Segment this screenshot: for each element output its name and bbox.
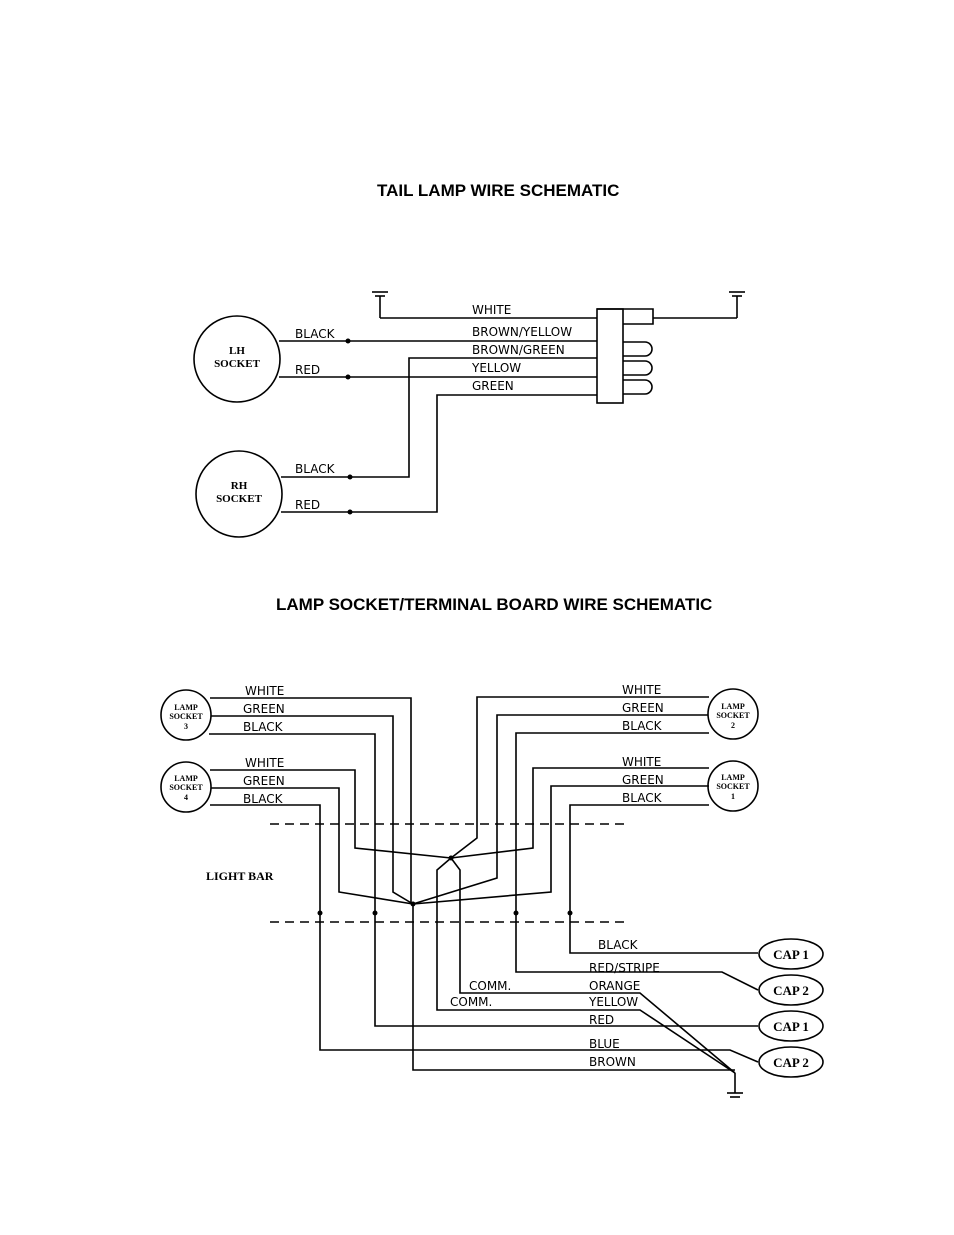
cap-2-top: CAP 2 (758, 974, 824, 1006)
cap-1-top: CAP 1 (758, 938, 824, 970)
svg-text:3: 3 (184, 722, 188, 731)
green-label: GREEN (472, 379, 514, 393)
lamp-socket-1: LAMP SOCKET 1 (707, 760, 759, 812)
s4-black-wire (210, 804, 759, 1063)
s2-white-wire (450, 696, 709, 859)
out-black-label: BLACK (598, 938, 639, 952)
out-yellow-label: YELLOW (588, 995, 638, 1009)
rh-socket-label-1: RH (231, 480, 248, 492)
cap-2-bottom: CAP 2 (758, 1046, 824, 1078)
brown-green-label: BROWN/GREEN (472, 343, 565, 357)
svg-text:LAMP: LAMP (721, 702, 745, 711)
svg-text:LAMP: LAMP (174, 774, 198, 783)
svg-text:4: 4 (184, 793, 188, 802)
out-red-label: RED (589, 1013, 614, 1027)
lh-socket-label-2: SOCKET (214, 358, 261, 370)
svg-text:1: 1 (731, 792, 735, 801)
out-red-stripe-label: RED/STRIPE (589, 961, 660, 975)
connector-pin-2 (623, 360, 653, 376)
wire-rh-red (281, 394, 597, 513)
lh-red-label: RED (295, 363, 320, 377)
s2-green-label: GREEN (622, 701, 664, 715)
light-bar-label: LIGHT BAR (206, 869, 274, 883)
svg-text:LAMP: LAMP (721, 773, 745, 782)
tail-lamp-schematic: LH SOCKET RH SOCKET (193, 291, 745, 538)
lamp-socket-2: LAMP SOCKET 2 (707, 688, 759, 740)
lamp-socket-4: LAMP SOCKET 4 (160, 761, 212, 813)
s3-white-label: WHITE (245, 684, 284, 698)
s1-green-label: GREEN (622, 773, 664, 787)
svg-text:SOCKET: SOCKET (716, 782, 750, 791)
terminal-board-title: LAMP SOCKET/TERMINAL BOARD WIRE SCHEMATI… (276, 595, 713, 614)
rh-black-label: BLACK (295, 462, 336, 476)
out-brown-label: BROWN (589, 1055, 636, 1069)
s4-white-label: WHITE (245, 756, 284, 770)
ground-left (372, 291, 388, 318)
svg-text:2: 2 (731, 721, 735, 730)
s3-black-wire (209, 733, 758, 1027)
ground-bottom (727, 1073, 743, 1098)
brown-wire (412, 904, 735, 1071)
lh-black-label: BLACK (295, 327, 336, 341)
lh-socket (193, 315, 281, 403)
s4-green-wire (211, 787, 414, 905)
rh-socket-label-2: SOCKET (216, 493, 263, 505)
terminal-board-schematic: LAMP SOCKET 3 LAMP SOCKET 4 LAMP SOCKET … (160, 683, 824, 1098)
s2-black-wire (515, 732, 759, 991)
lh-socket-label-1: LH (229, 345, 245, 357)
s2-green-wire (412, 714, 708, 905)
ground-right (729, 291, 745, 318)
s1-white-label: WHITE (622, 755, 661, 769)
s3-green-wire (211, 715, 414, 905)
s4-white-wire (210, 769, 452, 859)
svg-text:CAP 2: CAP 2 (773, 983, 809, 998)
connector-block (596, 308, 624, 404)
s3-white-wire (210, 697, 412, 904)
comm-label-2: COMM. (450, 995, 492, 1009)
comm-wire-1 (436, 857, 736, 1074)
svg-text:CAP 1: CAP 1 (773, 1019, 809, 1034)
s2-black-label: BLACK (622, 719, 663, 733)
comm-label-1: COMM. (469, 979, 511, 993)
s1-black-label: BLACK (622, 791, 663, 805)
s1-white-wire (450, 767, 709, 859)
yellow-label: YELLOW (471, 361, 521, 375)
comm-wire-2 (450, 857, 736, 1074)
wire-rh-black (281, 357, 597, 478)
connector-pin-1 (623, 341, 653, 357)
svg-text:SOCKET: SOCKET (169, 783, 203, 792)
connector-top-tab (597, 308, 654, 325)
s1-black-wire (569, 804, 758, 954)
lamp-socket-3: LAMP SOCKET 3 (160, 689, 212, 741)
s3-green-label: GREEN (243, 702, 285, 716)
tail-lamp-title: TAIL LAMP WIRE SCHEMATIC (377, 181, 620, 200)
svg-text:LAMP: LAMP (174, 703, 198, 712)
svg-text:SOCKET: SOCKET (716, 711, 750, 720)
s4-black-label: BLACK (243, 792, 284, 806)
cap-1-bottom: CAP 1 (758, 1010, 824, 1042)
rh-socket (195, 450, 283, 538)
svg-text:CAP 1: CAP 1 (773, 947, 809, 962)
out-orange-label: ORANGE (589, 979, 640, 993)
connector-pin-3 (623, 379, 653, 395)
s1-green-wire (412, 785, 709, 905)
s4-green-label: GREEN (243, 774, 285, 788)
svg-text:CAP 2: CAP 2 (773, 1055, 809, 1070)
s2-white-label: WHITE (622, 683, 661, 697)
svg-text:SOCKET: SOCKET (169, 712, 203, 721)
white-label: WHITE (472, 303, 511, 317)
out-blue-label: BLUE (589, 1037, 620, 1051)
s3-black-label: BLACK (243, 720, 284, 734)
brown-yellow-label: BROWN/YELLOW (472, 325, 572, 339)
rh-red-label: RED (295, 498, 320, 512)
